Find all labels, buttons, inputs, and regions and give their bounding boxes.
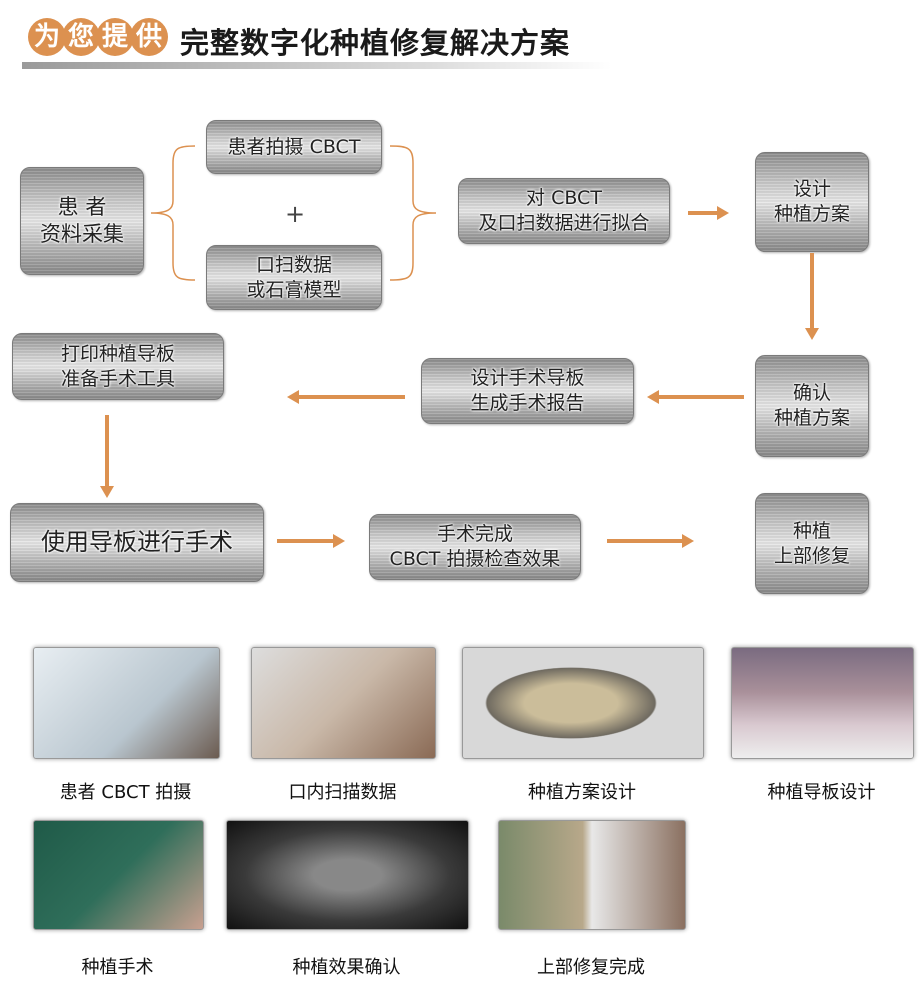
box-surgery: 使用导板进行手术 [10,503,264,582]
box-check: 手术完成 CBCT 拍摄检查效果 [369,514,581,580]
caption: 口内扫描数据 [288,782,397,803]
photo-xray [226,820,469,930]
box-restoration: 种植 上部修复 [755,493,869,594]
arrow-right [688,206,729,220]
arrow-left [287,390,405,404]
photo-restoration [498,820,686,930]
photo-surgery [33,820,204,930]
box-design-guide: 设计手术导板 生成手术报告 [421,358,634,424]
title-underline [22,62,612,69]
right-brace [389,145,437,281]
page-title: 完整数字化种植修复解决方案 [180,26,571,60]
photo-cbct [33,647,220,759]
caption: 上部修复完成 [537,957,645,978]
arrow-right [607,534,694,548]
box-patient-data: 患 者 资料采集 [20,167,144,275]
header-badge-char: 提 [96,18,134,56]
header-badge-char: 为 [28,18,66,56]
arrow-down [805,253,819,340]
photo-intraoral-scan [251,647,436,759]
arrow-right [277,534,345,548]
header-badge-char: 供 [130,18,168,56]
caption: 种植手术 [81,957,154,978]
caption: 患者 CBCT 拍摄 [59,782,192,803]
caption: 种植方案设计 [528,782,636,803]
header-badge-char: 您 [62,18,100,56]
photo-guide-design [731,647,914,759]
box-confirm-plan: 确认 种植方案 [755,355,869,457]
caption: 种植效果确认 [292,957,401,978]
arrow-down [100,415,114,498]
box-cbct: 患者拍摄 CBCT [206,120,382,174]
box-print-guide: 打印种植导板 准备手术工具 [12,333,224,400]
box-scan: 口扫数据 或石膏模型 [206,245,382,310]
left-brace [150,145,196,281]
caption: 种植导板设计 [767,782,876,803]
plus-sign: + [285,200,306,228]
box-design-plan: 设计 种植方案 [755,152,869,252]
photo-plan-design [462,647,704,759]
box-fit: 对 CBCT 及口扫数据进行拟合 [458,178,670,244]
arrow-left [647,390,744,404]
